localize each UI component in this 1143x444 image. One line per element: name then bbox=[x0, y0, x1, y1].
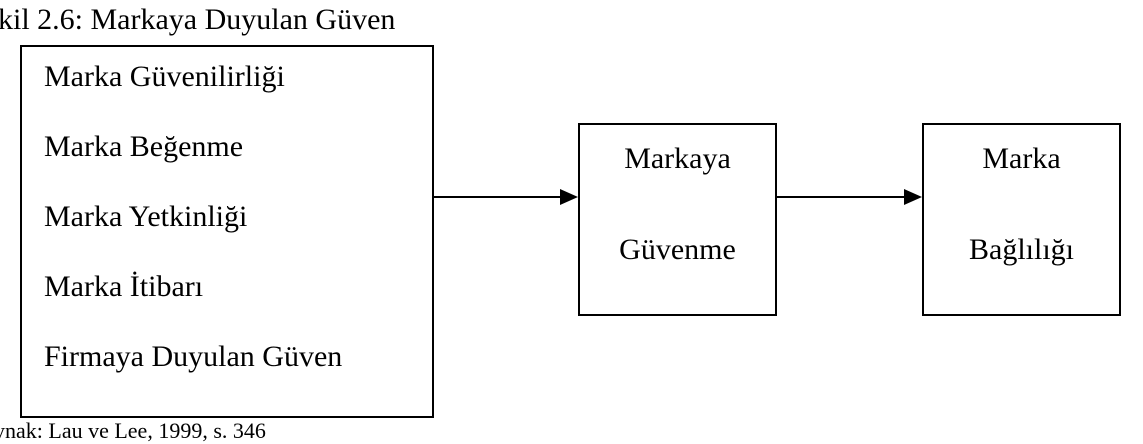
brand-loyalty-label-line2: Bağlılığı bbox=[969, 233, 1074, 266]
antecedent-item: Firmaya Duyulan Güven bbox=[44, 340, 343, 373]
brand-trust-label-line2: Güvenme bbox=[619, 233, 736, 266]
arrow-middle-to-right bbox=[777, 189, 922, 205]
antecedents-box: Marka Güvenilirliği Marka Beğenme Marka … bbox=[20, 45, 434, 418]
brand-loyalty-label-line1: Marka bbox=[982, 142, 1061, 175]
antecedent-item: Marka Yetkinliği bbox=[44, 200, 248, 233]
brand-trust-box: Markaya Güvenme bbox=[578, 123, 777, 316]
antecedent-item: Marka Beğenme bbox=[44, 130, 244, 163]
brand-loyalty-box: Marka Bağlılığı bbox=[922, 123, 1121, 316]
source-note: ynak: Lau ve Lee, 1999, s. 346 bbox=[0, 418, 266, 443]
brand-trust-label-line1: Markaya bbox=[624, 142, 731, 175]
antecedent-item: Marka Güvenilirliği bbox=[44, 60, 285, 93]
figure-caption: kil 2.6: Markaya Duyulan Güven bbox=[0, 3, 396, 36]
antecedent-item: Marka İtibarı bbox=[44, 270, 204, 303]
arrow-left-to-middle bbox=[434, 189, 578, 205]
